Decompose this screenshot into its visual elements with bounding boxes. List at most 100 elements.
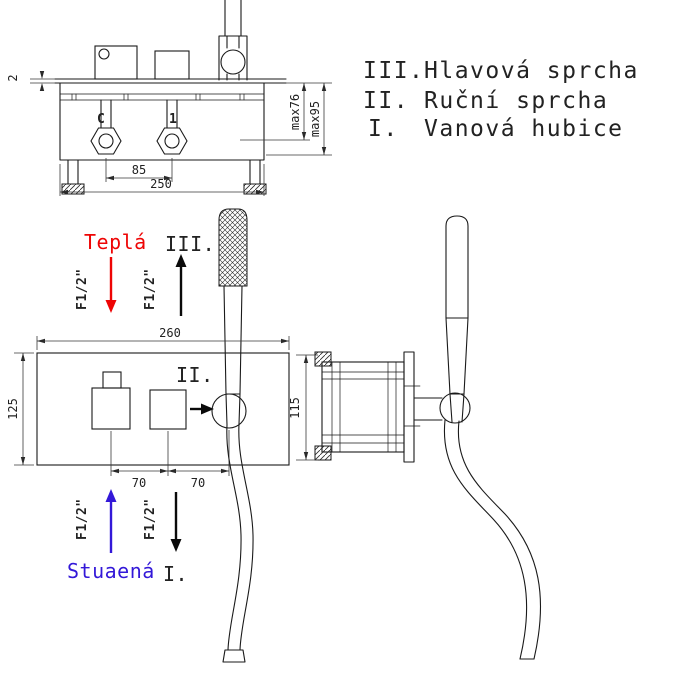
temperature-valve-button	[102, 371, 122, 389]
top-view-drawing: 2 C 1 85 250 max76 max95	[6, 0, 332, 196]
dim-70-arrow-mid-right	[168, 468, 176, 474]
legend-label-main-shower: Hlavová sprcha	[424, 58, 639, 84]
cold-water-arrow-head	[105, 489, 117, 502]
hand-shower-handle-front	[223, 285, 243, 395]
cold-water-label: Stuaená	[67, 559, 155, 583]
thread-label-cold: F1/2"	[75, 498, 90, 540]
dim-box-height: 125	[6, 398, 20, 420]
right-foot-pad	[243, 183, 267, 195]
legend-numeral-i: I.	[368, 116, 399, 142]
dim-85-arrow-left	[106, 175, 114, 181]
hose-side-left	[443, 419, 528, 660]
dim-125-arrow-bottom	[20, 457, 26, 465]
dim-max76-arrow-bottom	[301, 132, 307, 140]
hose-front-right	[238, 423, 254, 651]
rail-ticks	[71, 93, 245, 101]
left-foot-pad	[61, 183, 85, 195]
knob-detent	[98, 48, 110, 60]
hot-water-arrow-head	[105, 300, 117, 313]
dim-70-arrow-right	[221, 468, 229, 474]
valve-c-nut	[90, 127, 122, 155]
temperature-valve-front	[91, 387, 131, 430]
dim-125-arrow-top	[20, 353, 26, 361]
shower-outlet-circle	[220, 49, 246, 75]
mounting-plate	[54, 78, 287, 84]
main-shower-arrow-head	[175, 254, 187, 267]
wall-plate-side	[403, 351, 415, 463]
dim-125-lines	[14, 352, 34, 466]
hand-shower-arrow-head	[201, 403, 214, 415]
hand-shower-head-front	[218, 208, 248, 287]
thread-label-main: F1/2"	[143, 268, 158, 310]
body-rail	[59, 93, 265, 101]
diverter-valve-front	[149, 389, 187, 430]
main-shower-numeral: III.	[165, 232, 215, 256]
holder-arm	[413, 397, 443, 421]
dim-250-arrow-right	[256, 189, 264, 195]
bracket-bottom	[314, 445, 332, 461]
dim-spacing-left: 70	[132, 476, 146, 490]
dim-2-arrow-bottom	[39, 83, 45, 91]
valve-1-stem	[166, 99, 178, 129]
legend-numeral-iii: III.	[363, 58, 424, 84]
shower-elbow-bracket	[218, 35, 248, 81]
box-inner-verticals	[331, 361, 397, 453]
dim-plate-thickness: 2	[6, 74, 20, 81]
hand-shower-numeral: II.	[176, 363, 214, 387]
dim-115-lines	[296, 354, 318, 461]
dim-2-arrow-top	[39, 71, 45, 79]
hose-side-right	[457, 420, 542, 660]
valve-c-port	[98, 133, 114, 149]
dim-70-lines	[110, 430, 230, 476]
dim-260-arrow-left	[37, 338, 45, 344]
legend-label-hand-shower: Ruční sprcha	[424, 88, 608, 114]
diverter-knob	[154, 50, 190, 80]
dim-depth-max95: max95	[308, 101, 322, 137]
depth-dim-lines	[240, 82, 332, 156]
hot-water-label: Teplá	[84, 230, 147, 254]
dim-115-arrow-bottom	[303, 452, 309, 460]
valve-c-stem	[100, 99, 112, 129]
dim-260-lines	[36, 336, 290, 350]
dim-250-lines	[59, 164, 265, 196]
mixer-box-front	[36, 352, 290, 466]
dim-max95-arrow-top	[321, 83, 327, 91]
outlet-holder-circle	[211, 393, 247, 429]
legend: III. Hlavová sprcha II. Ruční sprcha I. …	[363, 58, 639, 142]
tub-spout-arrow-head	[170, 539, 182, 552]
dim-box-width: 260	[159, 326, 181, 340]
plate-screws	[403, 385, 421, 427]
bracket-top	[314, 351, 332, 367]
hand-shower-head-side	[445, 215, 469, 319]
dim-max95-arrow-bottom	[321, 147, 327, 155]
dim-260-arrow-right	[281, 338, 289, 344]
dim-2-extension	[30, 78, 55, 84]
thread-label-hot: F1/2"	[75, 268, 90, 310]
mixer-body	[59, 82, 265, 161]
temperature-knob	[94, 45, 138, 80]
dim-valve-spacing: 85	[132, 163, 146, 177]
hose-front-left	[226, 424, 242, 651]
thread-label-tub: F1/2"	[143, 498, 158, 540]
right-foot-legs	[249, 159, 261, 185]
legend-label-tub-spout: Vanová hubice	[424, 116, 624, 142]
hose-front-fitting	[222, 649, 246, 663]
supply-pipe	[224, 0, 242, 37]
dim-250-arrow-left	[60, 189, 68, 195]
side-view-drawing: 115	[288, 215, 542, 660]
tub-spout-numeral: I.	[163, 562, 188, 586]
dim-box-depth: 115	[288, 397, 302, 419]
knob-label-1: 1	[169, 112, 177, 127]
dim-spacing-right: 70	[191, 476, 205, 490]
knob-label-c: C	[97, 112, 105, 127]
handle-through-holder	[225, 393, 241, 426]
legend-numeral-ii: II.	[363, 88, 409, 114]
valve-1-nut	[156, 127, 188, 155]
left-foot-legs	[67, 159, 79, 185]
hand-shower-holder-side	[439, 392, 471, 424]
dim-max76-arrow-top	[301, 83, 307, 91]
dim-115-arrow-top	[303, 355, 309, 363]
dim-70-arrow-left	[111, 468, 119, 474]
